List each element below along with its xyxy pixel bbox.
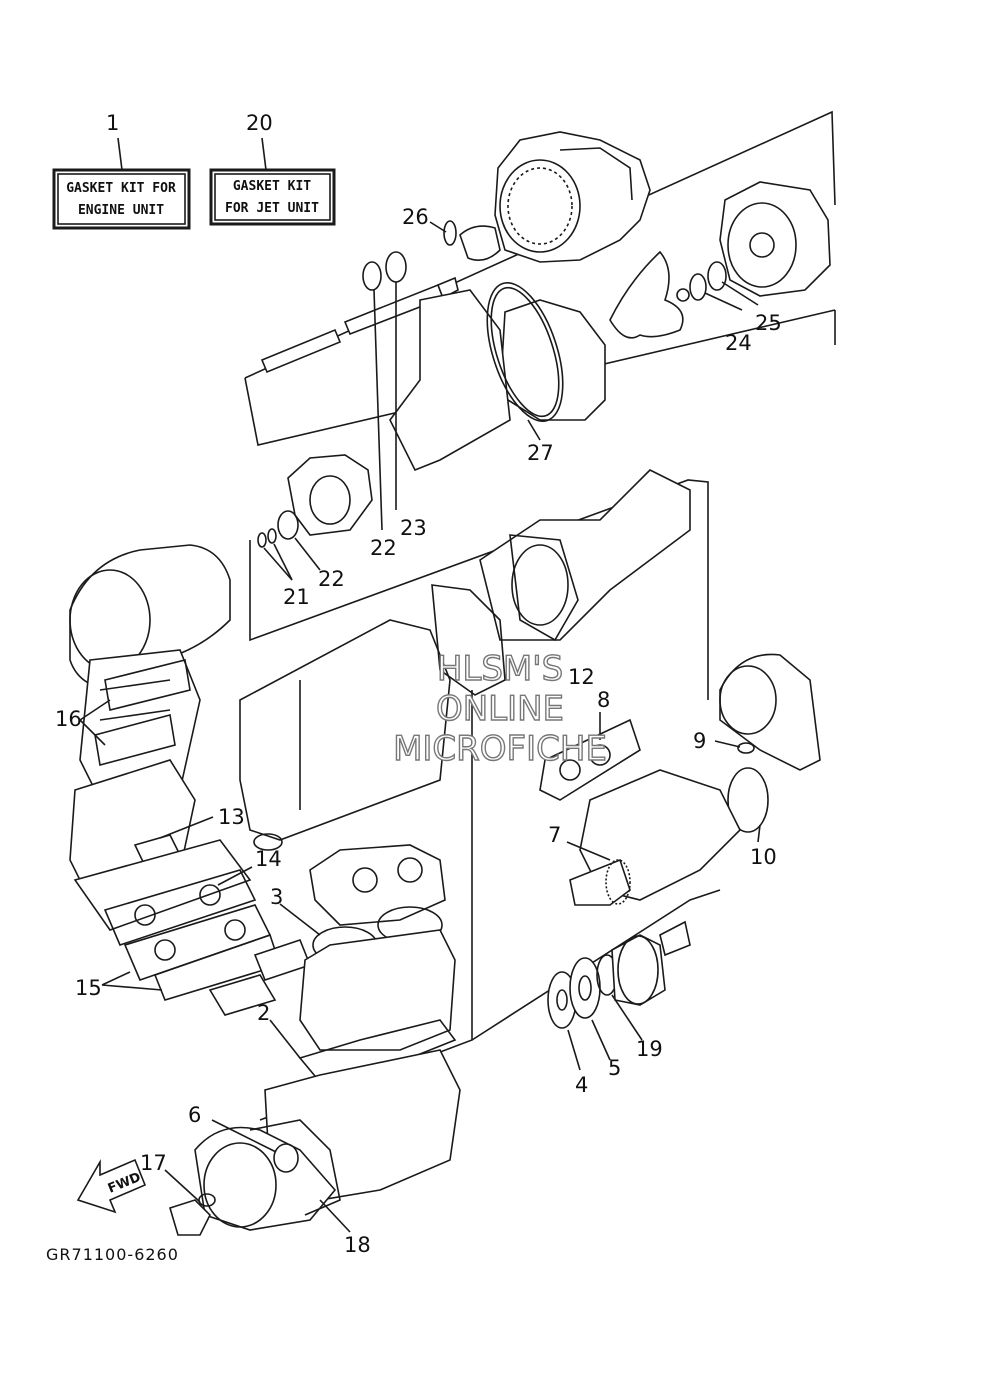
seal-25[interactable]: [707, 261, 727, 291]
gasket-10[interactable]: [727, 767, 769, 833]
water-box: [239, 619, 451, 851]
callout-4: 4: [575, 1073, 588, 1097]
callout-12: 12: [568, 665, 595, 689]
washer-9[interactable]: [737, 742, 755, 754]
callout-8: 8: [597, 688, 610, 712]
magneto-cover: [194, 1126, 337, 1231]
kit-engine-line2: ENGINE UNIT: [78, 203, 164, 218]
callout-1: 1: [106, 111, 119, 135]
gasket-14[interactable]: [103, 869, 257, 946]
callout-7: 7: [548, 823, 561, 847]
drive-shaft: [260, 276, 459, 374]
seal-24[interactable]: [689, 273, 707, 301]
gasket-8[interactable]: [539, 718, 641, 801]
impeller: [609, 250, 684, 339]
kit-engine-line1: GASKET KIT FOR: [66, 181, 176, 196]
callout-16: 16: [55, 707, 82, 731]
callout-5: 5: [608, 1056, 621, 1080]
leader-lines: [79, 221, 761, 1233]
callout-20: 20: [246, 111, 273, 135]
coupler-shaft: [611, 920, 691, 1006]
pump-housing: [494, 131, 651, 263]
cylinder-head: [309, 844, 446, 926]
callout-9: 9: [693, 729, 706, 753]
callout-6: 6: [188, 1103, 201, 1127]
watermark-line3: MICROFICHE: [393, 729, 607, 769]
intake-duct: [389, 289, 606, 472]
callout-10: 10: [750, 845, 777, 869]
callout-22-lower: 22: [318, 567, 345, 591]
kit-jet-line1: GASKET KIT: [233, 179, 311, 194]
cylinder-block: [299, 929, 456, 1051]
callout-18: 18: [344, 1233, 371, 1257]
forward-arrow: FWD: [76, 1158, 147, 1214]
kit-jet-line2: FOR JET UNIT: [225, 201, 319, 216]
callout-26: 26: [402, 205, 429, 229]
engine-frame: [249, 479, 709, 700]
gasket-12[interactable]: [431, 584, 506, 696]
callout-2: 2: [257, 1001, 270, 1025]
o-ring-26[interactable]: [443, 220, 457, 246]
bearing-housing: [287, 454, 373, 536]
diagram-code: GR71100-6260: [46, 1245, 179, 1264]
exhaust-elbow: [719, 653, 821, 771]
reed-plate: [73, 839, 252, 931]
callout-25: 25: [755, 311, 782, 335]
jet-frame-lower: [244, 309, 836, 446]
gasket-16[interactable]: [94, 659, 191, 766]
callout-27: 27: [527, 441, 554, 465]
callout-17: 17: [140, 1151, 167, 1175]
nozzle: [719, 181, 831, 297]
oil-seal-6[interactable]: [273, 1143, 299, 1173]
seal-23[interactable]: [385, 251, 407, 283]
gasket-18[interactable]: [249, 1119, 341, 1216]
callout-13: 13: [218, 805, 245, 829]
callout-3: 3: [270, 885, 283, 909]
kit-box-engine[interactable]: 1 GASKET KIT FOR ENGINE UNIT: [52, 111, 191, 230]
callout-14: 14: [255, 847, 282, 871]
coupler: [459, 225, 501, 261]
callout-24: 24: [725, 331, 752, 355]
exhaust-pipe-right: [479, 469, 691, 641]
seal-22-upper[interactable]: [362, 261, 382, 291]
seal-22-lower[interactable]: [277, 510, 299, 540]
callout-21: 21: [283, 585, 310, 609]
callout-numbers: 26 25 24 27 23 22 22 21 12 8 16 9 13 7 1…: [55, 205, 782, 1257]
o-ring-21b[interactable]: [267, 528, 277, 544]
kit-box-jet[interactable]: 20 GASKET KIT FOR JET UNIT: [209, 111, 336, 226]
callout-23: 23: [400, 516, 427, 540]
reed-block-a: [208, 974, 277, 1016]
coupling-5[interactable]: [569, 957, 601, 1019]
exhaust-chamber: [69, 544, 231, 691]
callout-15: 15: [75, 976, 102, 1000]
watermark-line2: ONLINE: [436, 689, 564, 729]
bracket-17: [169, 1199, 211, 1236]
reed-block-b: [253, 939, 312, 981]
o-ring-27[interactable]: [472, 274, 577, 431]
watermark-line1: HLSM'S: [437, 649, 563, 689]
watermark: HLSM'S ONLINE MICROFICHE: [392, 648, 607, 769]
callout-19: 19: [636, 1037, 663, 1061]
callout-22-upper: 22: [370, 536, 397, 560]
o-ring-21a[interactable]: [257, 532, 267, 548]
